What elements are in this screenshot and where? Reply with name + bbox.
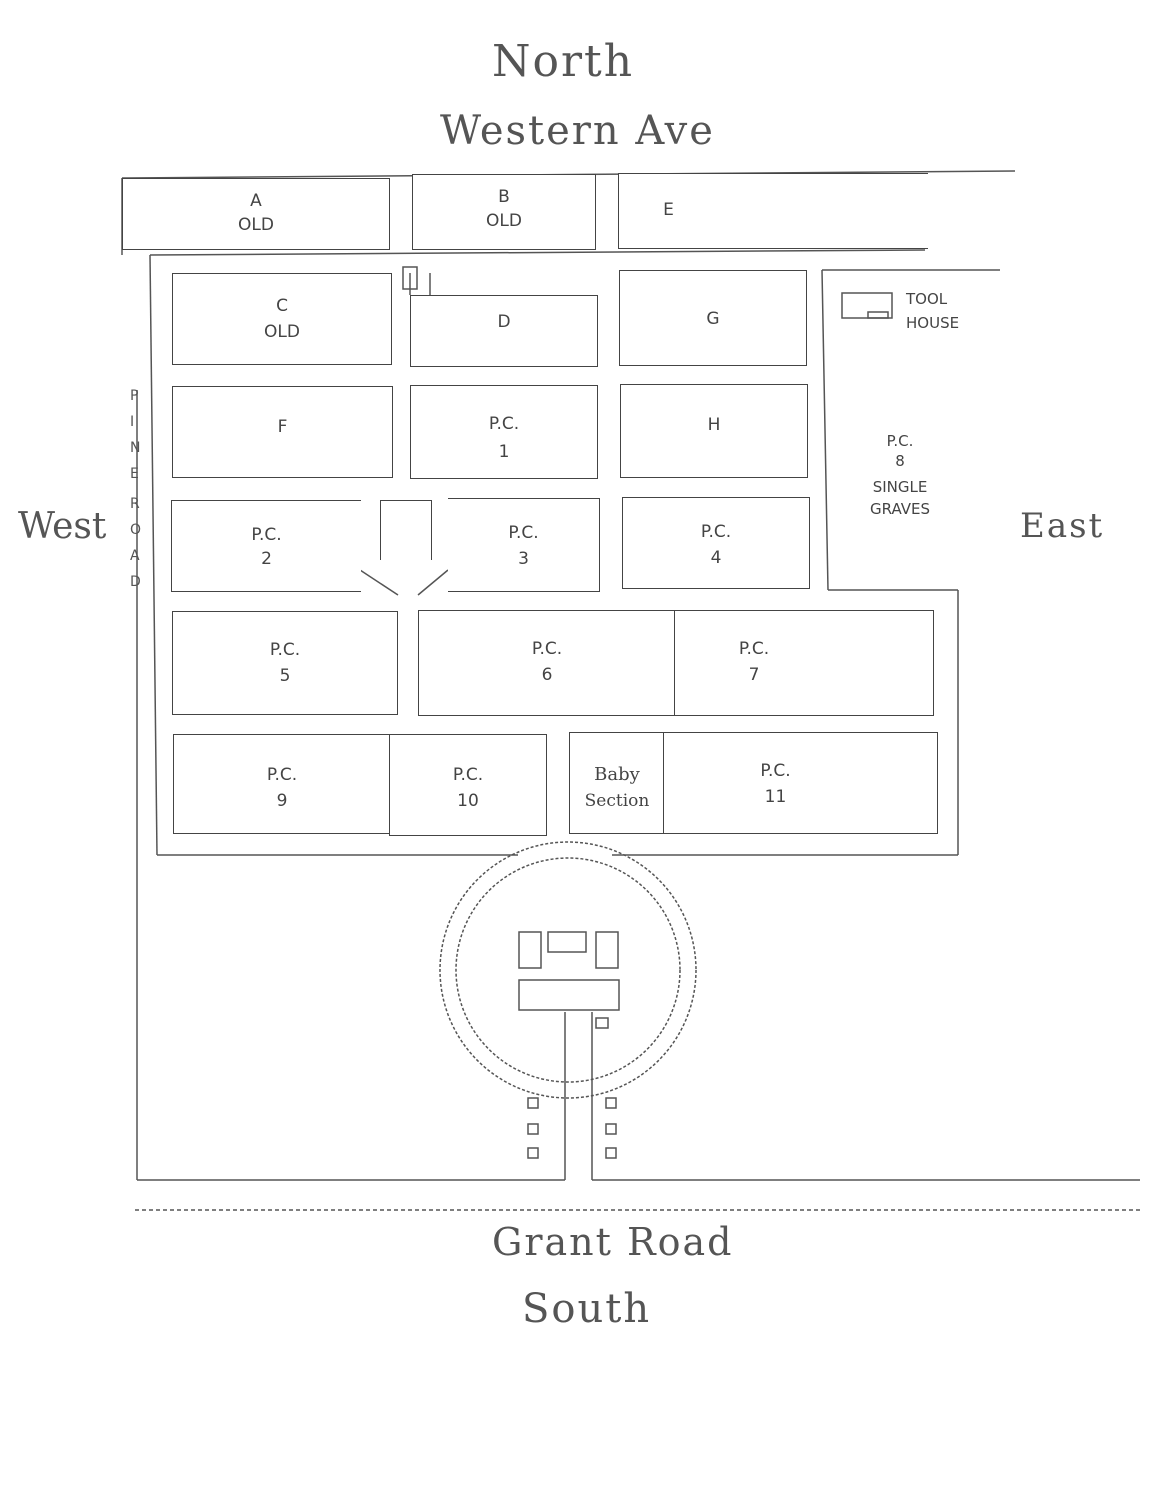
- section-baby: Baby Section: [569, 732, 665, 834]
- section-pc7: P.C. 7: [674, 610, 934, 716]
- pine-road-letter: A: [130, 548, 140, 564]
- pine-road-letter: P: [130, 388, 139, 404]
- section-pc9: P.C. 9: [173, 734, 391, 834]
- south-label: South: [522, 1286, 652, 1332]
- section-pc4: P.C. 4: [622, 497, 810, 589]
- section-g: G: [619, 270, 807, 366]
- pine-road-letter: R: [130, 496, 140, 512]
- tool-house-label: TOOL HOUSE: [906, 290, 960, 332]
- section-e: E: [618, 173, 928, 249]
- east-label: East: [1020, 506, 1105, 546]
- section-pc11: P.C. 11: [663, 732, 938, 834]
- section-pc6: P.C. 6: [418, 610, 676, 716]
- west-label: West: [18, 506, 107, 547]
- section-h: H: [620, 384, 808, 478]
- pine-road-letter: O: [130, 522, 142, 538]
- section-a: A OLD: [122, 178, 390, 250]
- north-road-label: Western Ave: [440, 108, 715, 154]
- pine-road-letter: E: [130, 466, 139, 482]
- section-pc10: P.C. 10: [389, 734, 547, 836]
- south-road-label: Grant Road: [492, 1220, 734, 1264]
- chapel-lot: [380, 500, 432, 560]
- north-label: North: [492, 36, 635, 87]
- section-f: F: [172, 386, 393, 478]
- section-pc3: P.C. 3: [448, 498, 600, 592]
- section-d: D: [410, 295, 598, 367]
- section-b: B OLD: [412, 174, 596, 250]
- pine-road-letter: I: [130, 414, 135, 430]
- section-pc8-region: P.C. 8 SINGLE GRAVES: [870, 432, 930, 518]
- pine-road-letter: N: [130, 440, 141, 456]
- section-pc2: P.C. 2: [171, 500, 361, 592]
- section-pc5: P.C. 5: [172, 611, 398, 715]
- pine-road-letter: D: [130, 574, 141, 590]
- section-pc1: P.C. 1: [410, 385, 598, 479]
- section-c: C OLD: [172, 273, 392, 365]
